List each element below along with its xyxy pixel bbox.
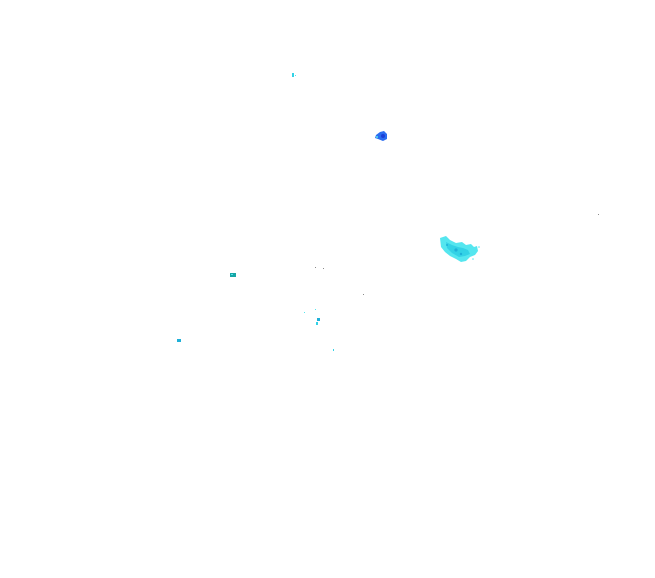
precipitation-cell-left <box>230 273 236 277</box>
precipitation-cell-large <box>440 236 480 262</box>
echo-heavy-core <box>381 134 385 138</box>
precipitation-speck-top <box>292 73 296 77</box>
echo-speck <box>363 294 364 295</box>
echo-speck <box>478 246 480 248</box>
echo-light <box>292 73 294 77</box>
scattered-specks <box>315 214 599 295</box>
echo-light-inner <box>446 242 470 257</box>
echo-moderate <box>454 248 458 252</box>
echo-light <box>316 322 318 325</box>
echo-speck <box>598 214 599 215</box>
echo-moderate <box>317 318 320 321</box>
echo-speck <box>333 349 334 351</box>
echo-light <box>295 75 296 76</box>
echo-moderate <box>177 339 181 342</box>
precipitation-cell-center <box>304 309 334 351</box>
echo-moderate <box>459 252 463 256</box>
echo-speck <box>323 268 324 269</box>
echo-moderate <box>446 244 448 246</box>
echo-light <box>231 274 233 275</box>
echo-speck <box>304 312 305 313</box>
precipitation-cell-lower-left <box>177 339 181 342</box>
echo-light <box>376 136 378 138</box>
echo-speck <box>315 309 316 310</box>
echo-speck <box>315 267 316 268</box>
precipitation-cell-blue <box>375 131 387 141</box>
echo-speck <box>472 258 474 260</box>
